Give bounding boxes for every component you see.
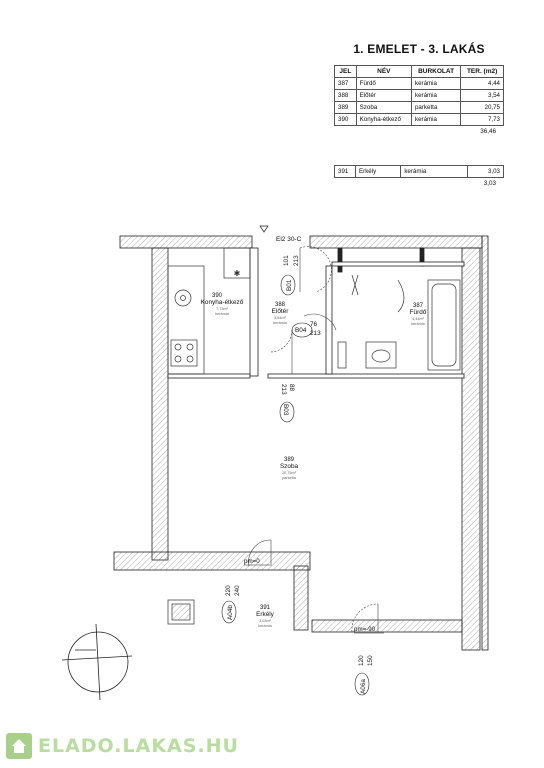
door-tag: B03 (282, 404, 289, 416)
balcony-grill (167, 599, 195, 625)
room-name: Konyha-étkező (201, 299, 244, 306)
door-swings (248, 246, 379, 633)
door-width: 101 (283, 255, 290, 266)
corridor-label: El2 30-C (276, 236, 302, 243)
cell-area: 7,73 (460, 113, 504, 126)
door-b04: B04 76 213 (291, 321, 321, 338)
room-name: Szoba (280, 463, 299, 470)
door-a04b: A04b 220 240 (221, 585, 241, 624)
house-icon (6, 733, 32, 759)
svg-text:✱: ✱ (234, 269, 241, 278)
balcony-table: 391 Erkély kerámia 3,03 (334, 165, 504, 178)
door-height: 213 (293, 255, 300, 266)
room-name: Erkély (256, 611, 275, 618)
door-height: 150 (367, 655, 374, 666)
cell-finish: kerámia (410, 113, 462, 126)
room-id: 388 (275, 302, 286, 308)
door-b03: B03 88 213 (279, 384, 295, 423)
door-tags: B01 101 213 B04 76 213 B03 88 213 A04b 2… (221, 255, 374, 696)
door-height: 213 (280, 384, 287, 395)
room-area: 7,73m² (216, 307, 229, 311)
corridor-marker: El2 30-C (259, 225, 302, 243)
cell-name: Erkély (354, 165, 402, 178)
door-b01: B01 101 213 (280, 255, 300, 296)
level-label: pm=0 (244, 558, 260, 565)
room-finish: parketta (282, 476, 297, 480)
level-marks: pm=0 pm=-90 (244, 558, 384, 634)
cell-finish: kerámia (400, 165, 469, 178)
cell-area: 3,03 (467, 165, 504, 178)
table-row: 391 Erkély kerámia 3,03 (334, 165, 504, 178)
room-finish: kerámia (215, 312, 229, 316)
table-row: 390 Konyha-étkező kerámia 7,73 (334, 113, 504, 126)
kitchen-fixtures: ✱ (167, 247, 251, 375)
room-finish: kerámia (273, 321, 287, 325)
table-row: 388 Előtér kerámia 3,54 (334, 89, 504, 102)
room-finish: kerámia (411, 322, 425, 326)
table-row: 387 Fürdő kerámia 4,44 (334, 77, 504, 90)
door-height: 240 (234, 585, 241, 596)
door-a06a: A06a 120 150 (354, 655, 374, 696)
room-labels: 390 Konyha-étkező 7,73m² kerámia 388 Elő… (201, 293, 427, 628)
door-width: 220 (225, 585, 232, 596)
door-tag: B04 (295, 327, 307, 334)
room-id: 391 (260, 605, 271, 611)
room-area: 3,03m² (259, 619, 272, 623)
plan-title: 1. EMELET - 3. LAKÁS (353, 42, 485, 56)
door-width: 76 (310, 321, 318, 328)
room-id: 390 (212, 293, 223, 299)
level-label: pm=-90 (354, 626, 376, 633)
door-tag: B01 (286, 279, 293, 291)
door-width: 120 (358, 655, 365, 666)
cell-name: Konyha-étkező (355, 113, 412, 126)
room-area: 3,54m² (274, 316, 287, 320)
door-height: 213 (310, 330, 321, 337)
room-area: 4,44m² (412, 317, 425, 321)
room-name: Előtér (272, 308, 290, 315)
room-name: Fürdő (410, 309, 427, 316)
door-width: 88 (288, 384, 295, 392)
door-tag: A06a (360, 679, 367, 694)
walls (113, 235, 489, 651)
bathroom-fixtures (337, 274, 461, 371)
room-table: JEL NÉV BURKOLAT TER. (m2) 387 Fürdő ker… (334, 65, 504, 126)
compass-icon (61, 623, 133, 701)
room-finish: kerámia (258, 624, 272, 628)
door-tag: A04b (227, 605, 234, 620)
room-id: 387 (413, 303, 424, 309)
room-area: 20,75m² (282, 471, 297, 475)
watermark: ELADO.LAKAS.HU (6, 733, 239, 759)
room-id: 389 (284, 457, 295, 463)
watermark-text: ELADO.LAKAS.HU (38, 735, 239, 757)
area-total: 36,46 (480, 128, 496, 135)
balcony-total: 3,03 (483, 180, 496, 187)
